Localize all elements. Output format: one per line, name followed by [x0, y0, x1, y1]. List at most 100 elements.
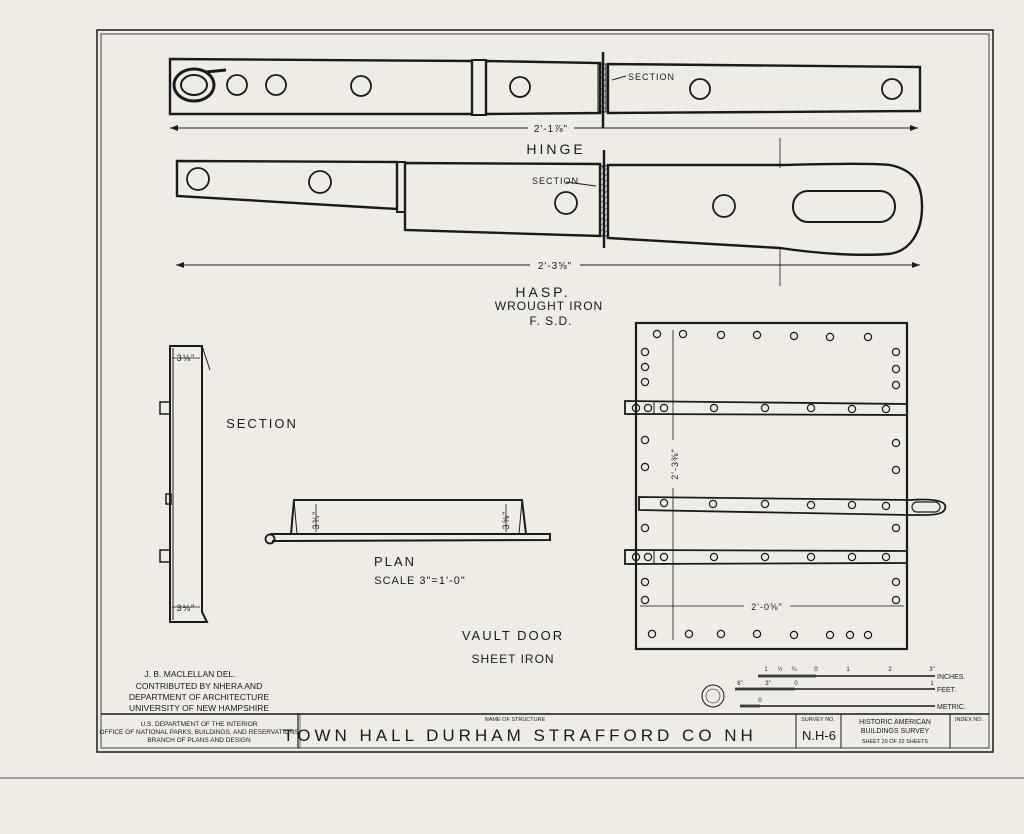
door-rivet [760, 552, 770, 562]
hasp-title: HASP. [515, 284, 570, 300]
inner-border [100, 33, 990, 749]
hasp-slot [792, 190, 896, 223]
hasp-material: WROUGHT IRON [495, 299, 603, 313]
section-dim-bottom: 3⅛" [177, 603, 196, 613]
door-rivet [891, 347, 901, 357]
section-profile [169, 345, 209, 623]
door-strap-slot [911, 501, 941, 513]
scale-feet-label: FEET. [937, 687, 956, 694]
hinge-dimension: 2'-1⅞" [534, 124, 568, 135]
door-rivet [643, 552, 653, 562]
door-rivet [640, 435, 650, 445]
hasp-hole [554, 191, 578, 215]
structure-name: TOWN HALL DURHAM STRAFFORD CO NH [283, 726, 757, 745]
plan-hinge-knuckle [264, 533, 276, 545]
scale-metric-label: METRIC. [937, 704, 966, 711]
scale-inch-tick: 2 [888, 667, 892, 673]
hasp-hole [186, 167, 210, 191]
door-rivet [806, 500, 816, 510]
door-dim-width: 2'-0⅝" [751, 602, 782, 612]
hasp-dimension: 2'-3⅝" [538, 261, 572, 272]
hinge-hole [226, 74, 248, 96]
agency-line-3: BRANCH OF PLANS AND DESIGN [147, 737, 251, 744]
scale-inch-tick: ½ [777, 666, 782, 673]
credit-line-2: CONTRIBUTED BY NHERA AND [136, 681, 262, 691]
scale-feet-tick: 6" [737, 681, 742, 687]
title-block: U.S. DEPARTMENT OF THE INTERIOR OFFICE O… [100, 713, 989, 748]
door-rivet [752, 629, 762, 639]
door-rivet [825, 630, 835, 640]
plan-base [270, 533, 551, 542]
scale-inch-tick: 1 [764, 667, 768, 673]
door-rivet [631, 403, 641, 413]
hinge-strap-right [606, 62, 922, 115]
hinge-drawing: SECTION 2'-1⅞" HINGE [168, 52, 922, 157]
door-rivets [631, 329, 901, 640]
door-rivet [847, 404, 857, 414]
door-strap-bottom [624, 549, 908, 565]
door-rivet [640, 362, 650, 372]
section-lug [165, 493, 172, 505]
door-rivet [845, 630, 855, 640]
scale-feet-tick: 3" [765, 681, 770, 687]
scale-inch-tick: 3" [929, 667, 934, 673]
scale-metric-tick: 0 [758, 698, 762, 704]
survey-caption: SURVEY NO. [801, 717, 835, 723]
door-strap-middle [638, 496, 947, 516]
door-rivet [709, 552, 719, 562]
habs-seal [701, 684, 725, 708]
scale-bar: 1 ½ ¼ 0 1 2 3" INCHES. 6" 3" 0 1 FEET. 0… [701, 666, 966, 711]
credits: J. B. MACLELLAN DEL. CONTRIBUTED BY NHER… [129, 669, 270, 713]
hinge-hole [265, 74, 287, 96]
survey-number: N.H-6 [802, 728, 836, 743]
plan-dim-right: 3⅝" [501, 511, 511, 530]
hasp-dim-arrow-left [176, 262, 184, 268]
outer-border [96, 29, 994, 753]
door-rivet [847, 500, 857, 510]
door-title: VAULT DOOR [462, 628, 564, 643]
structure-caption: NAME OF STRUCTURE [485, 717, 546, 723]
hasp-strap-mid [403, 161, 602, 238]
door-rivet [881, 552, 891, 562]
door-rivet [881, 501, 891, 511]
door-rivet [684, 629, 694, 639]
door-rivet [640, 377, 650, 387]
plan-view: 3¾" 3⅝" PLAN SCALE 3"=1'-0" [264, 499, 551, 587]
door-panel [634, 321, 909, 651]
vault-door: 2'-3⅜" 2'-0⅝" VAULT DOOR SHEET IRON [462, 321, 947, 666]
hinge-hole [509, 76, 531, 98]
door-rivet [891, 465, 901, 475]
door-rivet [881, 404, 891, 414]
hinge-hole [689, 78, 711, 100]
door-rivet [891, 380, 901, 390]
door-rivet [659, 552, 669, 562]
door-rivet [708, 499, 718, 509]
index-caption: INDEX NO. [955, 717, 984, 723]
door-rivet [806, 403, 816, 413]
door-rivet [659, 498, 669, 508]
hasp-section-leader [565, 181, 597, 187]
door-rivet [643, 403, 653, 413]
door-rivet [847, 552, 857, 562]
door-rivet [891, 438, 901, 448]
door-rivet [891, 577, 901, 587]
scale-feet-tick: 1 [930, 681, 934, 687]
section-lug [159, 549, 171, 563]
credit-line-1: J. B. MACLELLAN DEL. [144, 669, 235, 679]
hasp-section-label: SECTION [532, 176, 579, 186]
sheet-number: SHEET 20 OF 22 SHEETS [862, 739, 929, 745]
door-rivet [760, 499, 770, 509]
door-rivet [789, 331, 799, 341]
door-rivet [716, 629, 726, 639]
hasp-drawing: SECTION 2'-3⅝" HASP. WROUGHT IRON F. S.D… [175, 138, 924, 328]
door-rivet [863, 332, 873, 342]
hinge-strap-band [471, 59, 487, 116]
door-rivet [891, 595, 901, 605]
hasp-strap-left [175, 159, 399, 211]
door-rivet [659, 403, 669, 413]
door-rivet [789, 630, 799, 640]
hasp-hole [712, 194, 736, 218]
habs-line-2: BUILDINGS SURVEY [861, 728, 930, 735]
hasp-strap-right [606, 162, 924, 256]
